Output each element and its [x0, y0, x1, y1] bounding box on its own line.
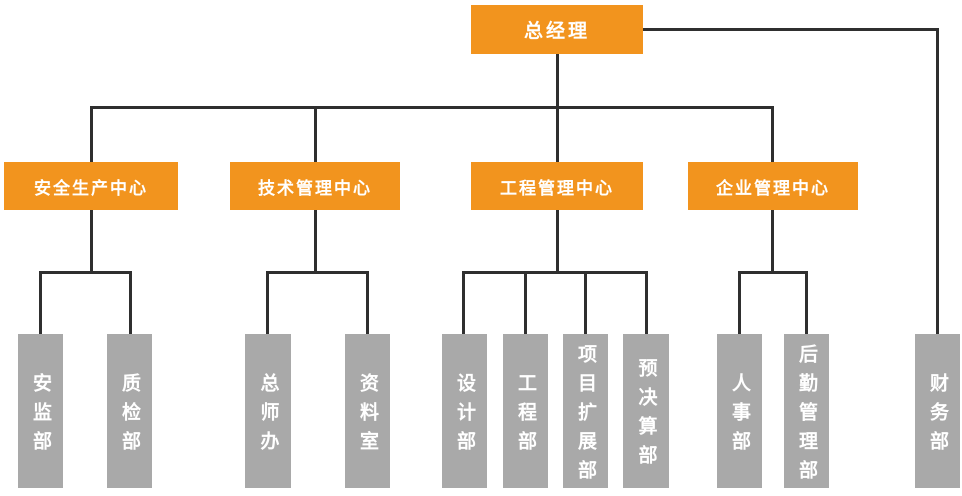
- org-node-label: 后勤管理部: [796, 343, 818, 489]
- org-node-enterprise-management-center: 企业管理中心: [688, 162, 858, 210]
- connector-finance-vertical: [936, 28, 939, 336]
- connector-enterprise-down: [771, 210, 774, 272]
- org-node-technical-management-center: 技术管理中心: [230, 162, 400, 210]
- connector-drop-zhijian: [129, 271, 132, 334]
- connector-drop-anjian: [39, 271, 42, 334]
- connector-drop-yujuesuan: [645, 271, 648, 334]
- org-node-label: 资料室: [357, 372, 379, 460]
- connector-drop-zongshiban: [266, 271, 269, 334]
- connector-safety-horizontal: [39, 271, 132, 274]
- org-node-label: 财务部: [927, 372, 949, 460]
- org-node-quality-inspection-dept: 质检部: [107, 334, 152, 488]
- org-node-finance-dept: 财务部: [915, 334, 960, 488]
- org-node-label: 总师办: [257, 372, 280, 460]
- connector-level2-horizontal: [90, 106, 774, 109]
- org-node-general-manager: 总经理: [471, 5, 643, 54]
- connector-drop-renshi: [738, 271, 741, 334]
- connector-engineering-horizontal: [462, 271, 648, 274]
- connector-drop-enterprise-center: [771, 106, 774, 162]
- connector-drop-tech-center: [314, 106, 317, 162]
- connector-tech-horizontal: [266, 271, 369, 274]
- connector-tech-down: [314, 210, 317, 272]
- org-node-label: 安监部: [30, 372, 52, 460]
- org-node-label: 总经理: [523, 20, 590, 42]
- connector-enterprise-horizontal: [738, 271, 808, 274]
- org-node-project-expansion-dept: 项目扩展部: [563, 334, 608, 489]
- connector-drop-ziliaoshi: [366, 271, 369, 334]
- org-node-label: 人事部: [729, 372, 751, 460]
- org-node-label: 工程部: [515, 372, 537, 460]
- org-node-archives-room: 资料室: [345, 334, 390, 488]
- org-node-hr-dept: 人事部: [717, 334, 762, 488]
- connector-safety-down: [90, 210, 93, 272]
- connector-drop-sheji: [462, 271, 465, 334]
- org-node-logistics-management-dept: 后勤管理部: [784, 334, 829, 489]
- org-node-chief-engineer-office: 总师办: [245, 334, 291, 488]
- connector-drop-houqin: [805, 271, 808, 334]
- org-node-label: 质检部: [119, 372, 141, 460]
- connector-drop-safety-center: [90, 106, 93, 162]
- connector-drop-gongcheng: [524, 271, 527, 334]
- org-node-label: 预决算部: [635, 358, 658, 474]
- org-node-engineering-dept: 工程部: [503, 334, 548, 488]
- org-node-label: 设计部: [454, 372, 476, 460]
- org-node-label: 技术管理中心: [258, 178, 372, 199]
- org-node-label: 企业管理中心: [716, 178, 830, 199]
- connector-drop-xiangmukuozhan: [584, 271, 587, 334]
- org-node-safety-supervision-dept: 安监部: [18, 334, 63, 488]
- org-node-budget-settlement-dept: 预决算部: [623, 334, 669, 488]
- org-node-safety-production-center: 安全生产中心: [4, 162, 178, 210]
- org-node-design-dept: 设计部: [442, 334, 487, 488]
- org-node-label: 安全生产中心: [34, 178, 148, 199]
- org-node-label: 项目扩展部: [575, 343, 597, 489]
- org-node-engineering-management-center: 工程管理中心: [471, 162, 643, 210]
- org-node-label: 工程管理中心: [500, 178, 614, 199]
- connector-root-to-finance-horizontal: [643, 28, 939, 31]
- connector-engineering-down: [556, 210, 559, 272]
